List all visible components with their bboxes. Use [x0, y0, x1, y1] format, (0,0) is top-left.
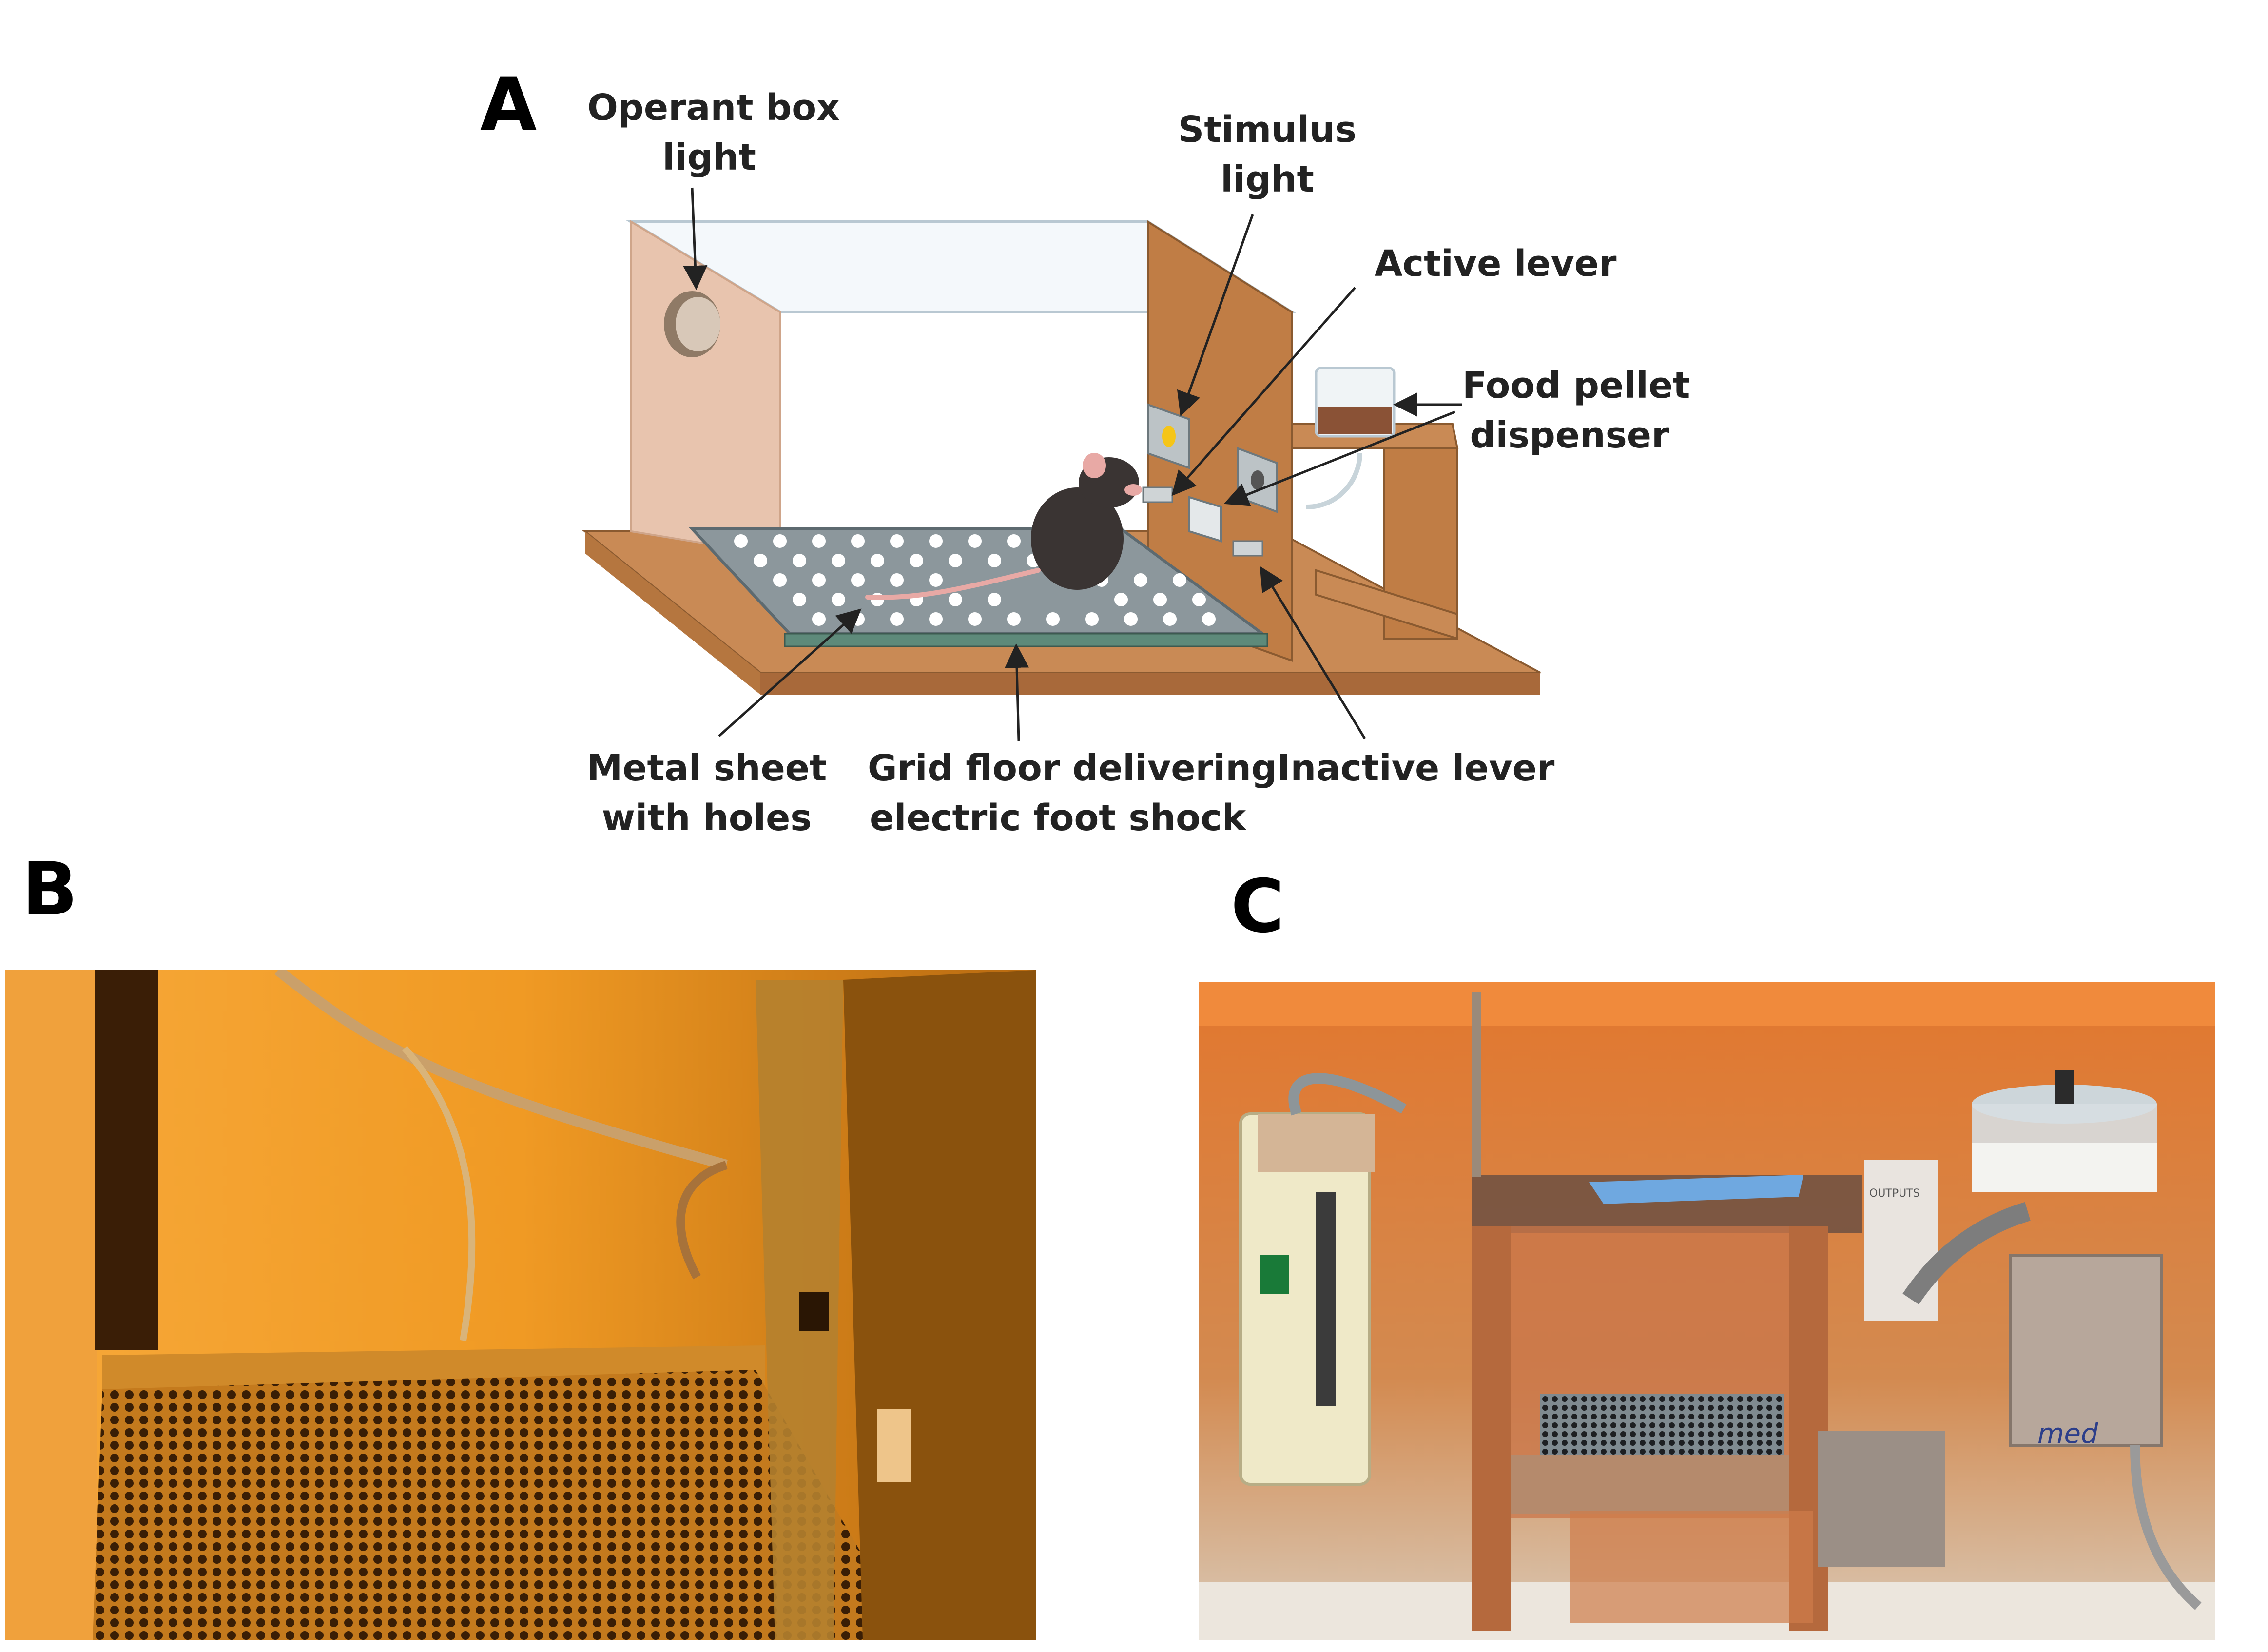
mouse [865, 453, 1142, 600]
outputs-label: OUTPUTS [1869, 1187, 1920, 1200]
photo-c-operant-chamber-setup: OUTPUTS med [1199, 982, 2215, 1640]
arrow-stimulus-light [1177, 214, 1254, 417]
label-line: Active lever [1375, 243, 1617, 285]
arrow-active-lever [1171, 287, 1356, 496]
active-lever-shape [1142, 486, 1173, 503]
label-grid-floor: Grid floor delivering electric foot shock [868, 743, 1277, 843]
panel-c-letter: C [1231, 864, 1285, 949]
panel-b-letter: B [22, 847, 78, 932]
label-line: light [662, 136, 756, 178]
arrow-operant-box-light [683, 187, 708, 290]
label-line: Inactive lever [1277, 747, 1555, 789]
med-pellet-dispenser-box [2009, 1254, 2163, 1447]
pellet-dispenser [1291, 367, 1459, 640]
inactive-lever-shape [1232, 540, 1263, 557]
panel-a-letter: A [480, 62, 537, 147]
label-inactive-lever: Inactive lever [1277, 743, 1555, 793]
house-light [664, 291, 720, 357]
label-metal-sheet: Metal sheet with holes [585, 743, 829, 843]
stimulus-light-lamp [1162, 426, 1176, 447]
photo-b-operant-chamber-interior [5, 970, 1036, 1640]
label-stimulus-light: Stimulus light [1175, 105, 1360, 204]
arrow-food-pellet-2 [1223, 410, 1455, 506]
label-food-pellet-dispenser: Food pellet dispenser [1462, 361, 1690, 460]
grid-floor-rail [784, 633, 1268, 647]
label-line: Operant box [587, 87, 840, 129]
lever-panel [1142, 403, 1278, 557]
photo-c-drawing: OUTPUTS med [1199, 982, 2215, 1640]
label-operant-box-light: Operant box light [587, 83, 840, 182]
label-line: with holes [601, 797, 812, 839]
label-line: Metal sheet [586, 747, 827, 789]
arrow-grid-floor [1005, 643, 1029, 741]
label-line: electric foot shock [869, 797, 1246, 839]
label-line: dispenser [1470, 414, 1669, 456]
chamber-grid-floor [1540, 1394, 1784, 1458]
arrow-inactive-lever [1260, 566, 1366, 739]
label-line: Grid floor delivering [868, 747, 1277, 789]
arrow-metal-sheet [718, 608, 862, 737]
label-line: Food pellet [1462, 365, 1690, 407]
photo-b-drawing [5, 970, 1036, 1640]
label-line: light [1221, 158, 1314, 200]
med-brand-label: med [2037, 1418, 2098, 1450]
label-active-lever: Active lever [1375, 239, 1617, 289]
label-line: Stimulus [1178, 109, 1357, 151]
metal-sheet-holes [734, 534, 1216, 626]
callout-arrows [683, 187, 1462, 741]
